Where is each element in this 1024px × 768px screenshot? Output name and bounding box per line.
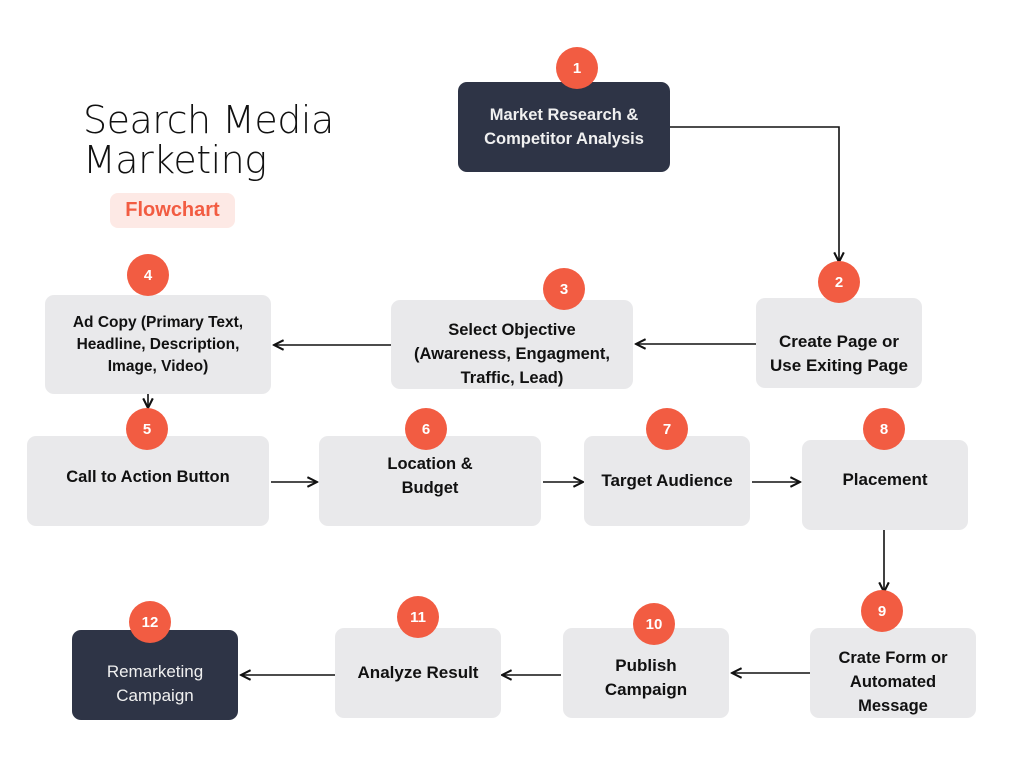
step-4-box: Ad Copy (Primary Text, Headline, Descrip… [45, 295, 271, 394]
step-badge-4: 4 [127, 254, 169, 296]
step-label: Ad Copy (Primary Text, Headline, Descrip… [72, 313, 244, 375]
step-12-box: Remarketing Campaign [72, 630, 238, 720]
step-5-box: Call to Action Button [27, 436, 269, 526]
step-badge-2: 2 [818, 261, 860, 303]
step-11-box: Analyze Result [335, 628, 501, 718]
page-title: Search Media Marketing [83, 98, 334, 182]
step-2-box: Create Page or Use Exiting Page [756, 298, 922, 388]
step-label: Placement [842, 470, 928, 489]
step-label: Market Research & Competitor Analysis [484, 106, 644, 148]
step-badge-5: 5 [126, 408, 168, 450]
step-label: Crate Form or Automated Message [838, 649, 948, 715]
step-label: Location & Budget [387, 455, 473, 497]
step-7-box: Target Audience [584, 436, 750, 526]
step-badge-8: 8 [863, 408, 905, 450]
step-badge-7: 7 [646, 408, 688, 450]
step-3-box: Select Objective (Awareness, Engagment, … [391, 300, 633, 389]
step-10-box: Publish Campaign [563, 628, 729, 718]
step-badge-1: 1 [556, 47, 598, 89]
step-label: Target Audience [601, 471, 733, 490]
step-label: Analyze Result [357, 663, 479, 682]
step-badge-12: 12 [129, 601, 171, 643]
step-label: Remarketing Campaign [106, 662, 204, 705]
step-8-box: Placement [802, 440, 968, 530]
step-1-box: Market Research & Competitor Analysis [458, 82, 670, 172]
step-6-box: Location & Budget [319, 436, 541, 526]
step-label: Select Objective (Awareness, Engagment, … [414, 320, 610, 387]
step-badge-11: 11 [397, 596, 439, 638]
step-label: Call to Action Button [66, 468, 230, 486]
step-badge-9: 9 [861, 590, 903, 632]
step-9-box: Crate Form or Automated Message [810, 628, 976, 718]
flowchart-tag: Flowchart [110, 193, 235, 228]
arrow-1-2 [670, 126, 839, 262]
step-badge-10: 10 [633, 603, 675, 645]
step-label: Publish Campaign [604, 656, 688, 699]
step-badge-3: 3 [543, 268, 585, 310]
step-badge-6: 6 [405, 408, 447, 450]
step-label: Create Page or Use Exiting Page [770, 332, 908, 375]
